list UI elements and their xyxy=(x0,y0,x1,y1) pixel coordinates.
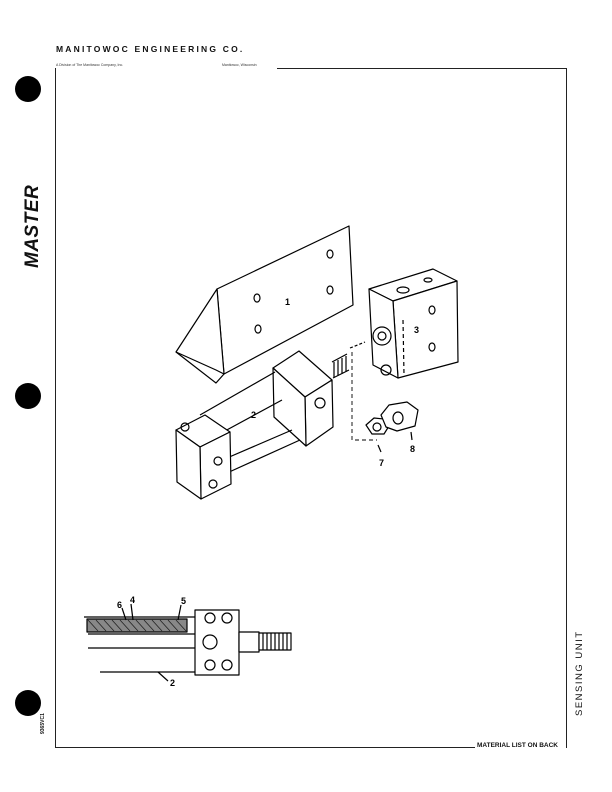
assembly-leader-line xyxy=(351,352,377,441)
binder-hole-middle xyxy=(15,383,41,409)
callout-part-3: 3 xyxy=(414,325,419,335)
callout-section-2: 2 xyxy=(170,678,175,688)
valve-block-part xyxy=(368,268,459,379)
location-text: Manitowoc, Wisconsin xyxy=(222,63,257,67)
division-text: A Division of The Manitowoc Company, Inc… xyxy=(56,63,124,67)
frame-right-rule xyxy=(566,68,567,748)
material-list-note: MATERIAL LIST ON BACK xyxy=(477,742,559,749)
frame-top-rule xyxy=(277,68,566,69)
callout-part-4: 4 xyxy=(130,595,135,605)
air-cylinder-part xyxy=(175,341,366,500)
binder-hole-bottom xyxy=(15,690,41,716)
fitting-part xyxy=(380,401,419,441)
callout-part-5: 5 xyxy=(181,596,186,606)
callout-part-7: 7 xyxy=(379,458,384,468)
callout-part-6: 6 xyxy=(117,600,122,610)
callout-part-2: 2 xyxy=(251,410,256,420)
frame-left-rule xyxy=(55,68,56,748)
company-name: MANITOWOC ENGINEERING CO. xyxy=(56,44,245,54)
frame-bottom-rule xyxy=(55,747,475,748)
binder-hole-top xyxy=(15,76,41,102)
callout-part-1: 1 xyxy=(285,297,290,307)
cylinder-section-view xyxy=(84,603,292,682)
callout-part-8: 8 xyxy=(410,444,415,454)
angle-bracket-part xyxy=(175,225,354,384)
